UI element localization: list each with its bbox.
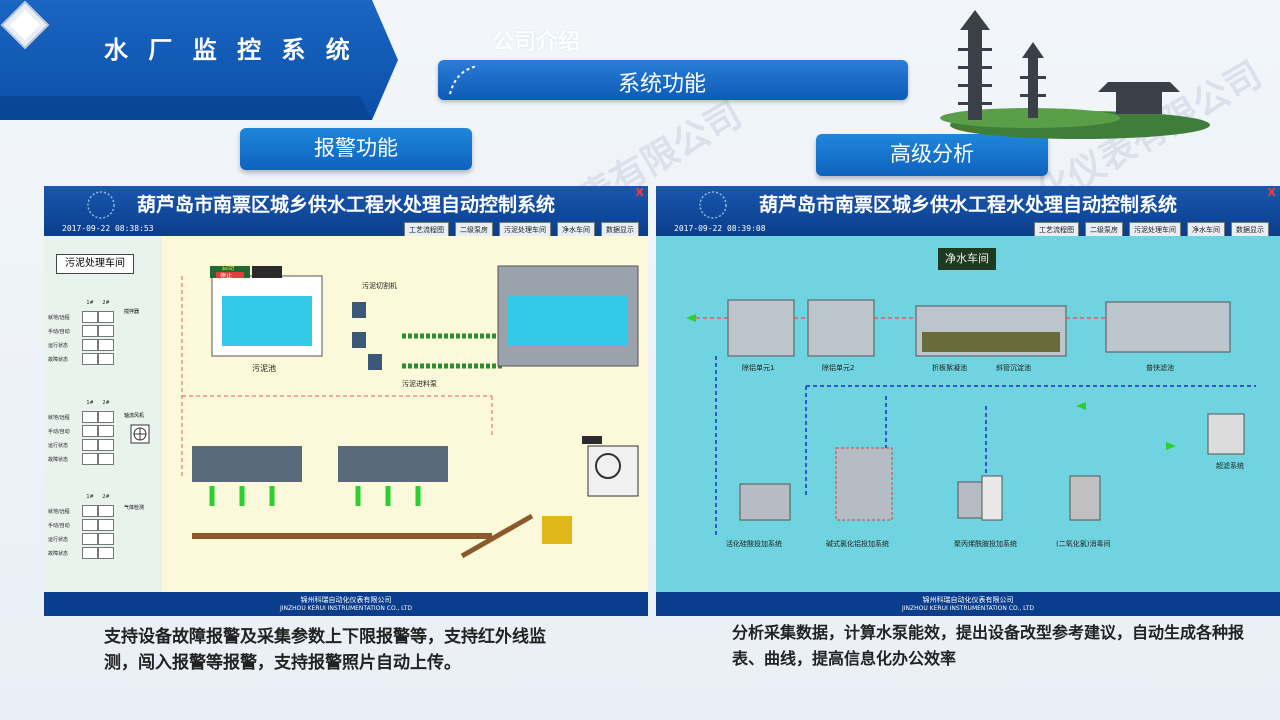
footer-company-cn: 锦州科瑞自动化仪表有限公司 bbox=[300, 596, 392, 604]
footer-company-en: JINZHOU KERUI INSTRUMENTATION CO., LTD bbox=[280, 605, 412, 612]
screen-body: 污泥处理车间 1# 2# 就地/远程 手动/自动 运行状态 故障状态 1# 2# 就… bbox=[44, 236, 648, 592]
workshop-label: 污泥处理车间 bbox=[56, 254, 134, 274]
sludge-pool-label: 污泥池 bbox=[252, 363, 276, 373]
gas-label: 气体检测 bbox=[124, 505, 145, 511]
screen-footer: 锦州科瑞自动化仪表有限公司 JINZHOU KERUI INSTRUMENTAT… bbox=[44, 592, 648, 616]
section-bar-label: 系统功能 bbox=[618, 72, 707, 97]
mixer-label: 搅拌器 bbox=[124, 309, 140, 315]
col-header: 1# bbox=[86, 300, 94, 306]
screen-body: 净水车间 除铝单元1 除铝单元2 折板絮凝池 斜管沉淀池 普快滤池 bbox=[656, 236, 1280, 592]
row-label: 手动/自动 bbox=[48, 522, 70, 529]
workshop-label: 净水车间 bbox=[938, 248, 996, 270]
alkali-label: 碱式氯化铝投加系统 bbox=[826, 539, 889, 548]
row-label: 就地/远程 bbox=[48, 314, 70, 321]
clock-icon bbox=[87, 191, 115, 219]
fan-label: 轴流风机 bbox=[124, 413, 145, 419]
stop-label: 停止 bbox=[220, 272, 232, 280]
close-icon[interactable]: X bbox=[1267, 186, 1276, 199]
col-header: 2# bbox=[102, 400, 110, 406]
alarm-screen: 葫芦岛市南票区城乡供水工程水处理自动控制系统 2017-09-22 08:38:… bbox=[44, 186, 648, 616]
row-label: 运行状态 bbox=[48, 536, 69, 543]
filter-label: 普快滤池 bbox=[1146, 363, 1174, 372]
pagoda-illustration-icon bbox=[940, 10, 1210, 139]
status-panel: 污泥处理车间 1# 2# 就地/远程 手动/自动 运行状态 故障状态 1# 2# 就… bbox=[44, 236, 162, 592]
screen-header: 葫芦岛市南票区城乡供水工程水处理自动控制系统 2017-09-22 08:39:… bbox=[656, 186, 1280, 238]
row-label: 就地/远程 bbox=[48, 508, 70, 515]
tab-advanced-analysis[interactable]: 高级分析 bbox=[816, 134, 1048, 176]
row-label: 手动/自动 bbox=[48, 328, 70, 335]
sed-label: 斜管沉淀池 bbox=[996, 363, 1031, 372]
swirl-icon bbox=[449, 65, 479, 95]
nav-data[interactable]: 数据显示 bbox=[1231, 222, 1269, 238]
row-label: 运行状态 bbox=[48, 442, 69, 449]
row-label: 故障状态 bbox=[48, 456, 69, 463]
pump-label: 污泥进料泵 bbox=[402, 379, 437, 388]
coag-label: 折板絮凝池 bbox=[932, 363, 967, 372]
status-table: 1# 2# 就地/远程 手动/自动 运行状态 故障状态 bbox=[48, 490, 114, 560]
screen-nav: 工艺流程图 二级泵房 污泥处理车间 净水车间 数据显示 bbox=[1034, 222, 1269, 238]
row-label: 故障状态 bbox=[48, 356, 69, 363]
company-intro-link[interactable]: 公司介绍 bbox=[492, 30, 581, 55]
analysis-description: 分析采集数据，计算水泵能效，提出设备改型参考建议，自动生成各种报表、曲线，提高信… bbox=[732, 623, 1245, 668]
row-label: 手动/自动 bbox=[48, 428, 70, 435]
pac-label: 活化硅酸投加系统 bbox=[726, 539, 782, 548]
sludge-process-diagram: 启动 停止 污泥池 污泥切割机 污泥进料泵 bbox=[162, 236, 648, 592]
row-label: 故障状态 bbox=[48, 550, 69, 557]
col-header: 1# bbox=[86, 494, 94, 500]
alarm-description: 支持设备故障报警及采集参数上下限报警等，支持红外线监测，闯入报警等报警，支持报警… bbox=[104, 627, 546, 673]
section-bar-system-functions: 系统功能 bbox=[438, 60, 908, 100]
col-header: 2# bbox=[102, 300, 110, 306]
page-title: 水 厂 监 控 系 统 bbox=[104, 36, 356, 64]
screen-header: 葫芦岛市南票区城乡供水工程水处理自动控制系统 2017-09-22 08:38:… bbox=[44, 186, 648, 238]
cutter-label: 污泥切割机 bbox=[362, 281, 397, 290]
col-header: 1# bbox=[86, 400, 94, 406]
unit1-label: 除铝单元1 bbox=[742, 363, 774, 372]
screen-title: 葫芦岛市南票区城乡供水工程水处理自动控制系统 bbox=[758, 194, 1177, 216]
screen-datetime: 2017-09-22 08:39:08 bbox=[674, 224, 766, 233]
footer-company-en: JINZHOU KERUI INSTRUMENTATION CO., LTD bbox=[902, 605, 1034, 612]
diamond-logo-icon bbox=[0, 0, 50, 50]
clock-icon bbox=[699, 191, 727, 219]
start-label: 启动 bbox=[222, 264, 234, 272]
row-label: 就地/远程 bbox=[48, 414, 70, 421]
pam-label: 聚丙烯酰胺投加系统 bbox=[954, 539, 1017, 548]
fan-icon bbox=[130, 424, 150, 444]
close-icon[interactable]: X bbox=[635, 186, 644, 199]
screen-title: 葫芦岛市南票区城乡供水工程水处理自动控制系统 bbox=[136, 194, 555, 216]
header-ribbon: 水 厂 监 控 系 统 bbox=[0, 0, 400, 120]
process-flow-diagram: 启动 停止 污泥池 污泥切割机 污泥进料泵 bbox=[181, 264, 639, 559]
status-table: 1# 2# 就地/远程 手动/自动 运行状态 故障状态 bbox=[48, 396, 114, 466]
screen-nav: 工艺流程图 二级泵房 污泥处理车间 净水车间 数据显示 bbox=[404, 222, 639, 238]
tab-alarm-function[interactable]: 报警功能 bbox=[240, 128, 472, 170]
unit2-label: 除铝单元2 bbox=[822, 363, 854, 372]
col-header: 2# bbox=[102, 494, 110, 500]
screen-datetime: 2017-09-22 08:38:53 bbox=[62, 224, 154, 233]
status-table: 1# 2# 就地/远程 手动/自动 运行状态 故障状态 bbox=[48, 296, 114, 366]
footer-company-cn: 锦州科瑞自动化仪表有限公司 bbox=[922, 596, 1014, 604]
screen-footer: 锦州科瑞自动化仪表有限公司 JINZHOU KERUI INSTRUMENTAT… bbox=[656, 592, 1280, 616]
analysis-screen: 葫芦岛市南票区城乡供水工程水处理自动控制系统 2017-09-22 08:39:… bbox=[656, 186, 1280, 616]
clean-water-diagram: 除铝单元1 除铝单元2 折板絮凝池 斜管沉淀池 普快滤池 活化硅酸投加系统 碱式… bbox=[686, 299, 1256, 548]
chlorine-label: (二氧化氯)消毒间 bbox=[1056, 539, 1110, 548]
row-label: 运行状态 bbox=[48, 342, 69, 349]
ultra-label: 超滤系统 bbox=[1216, 461, 1244, 470]
